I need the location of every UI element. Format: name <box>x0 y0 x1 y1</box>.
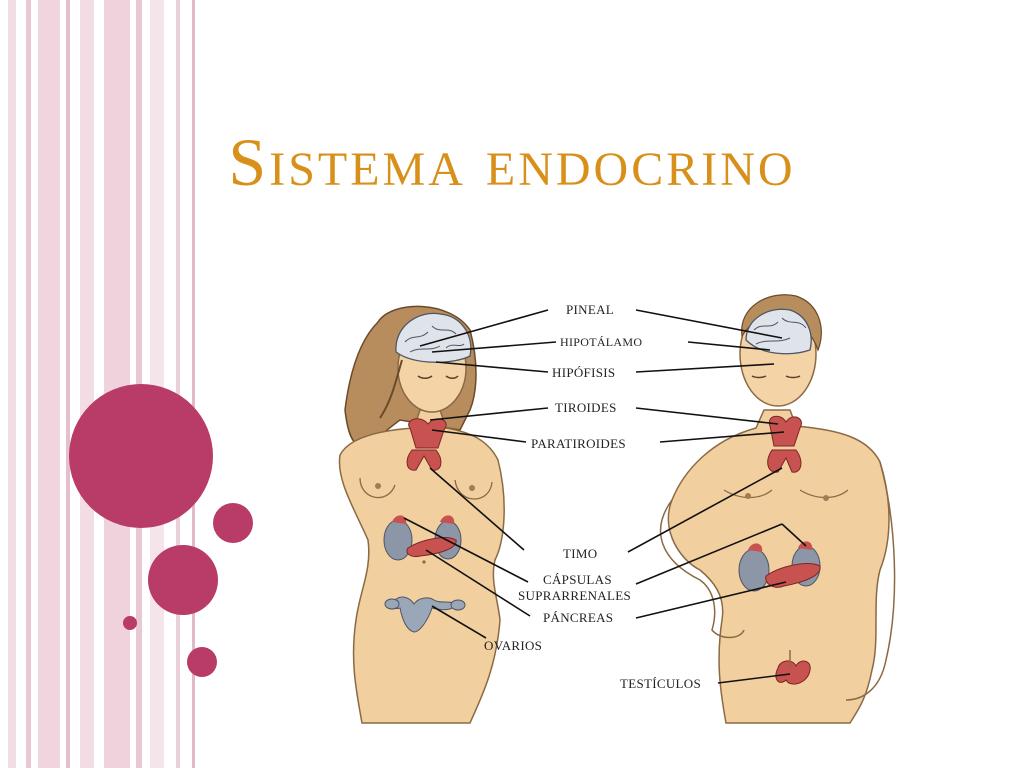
decorative-circles <box>69 384 253 677</box>
label-pineal: PINEAL <box>566 302 615 317</box>
decorative-stripes <box>8 0 195 768</box>
label-suprarrenales: SUPRARRENALES <box>518 588 631 603</box>
slide-title: Sistema endocrino <box>228 124 796 200</box>
label-hipotalamo: HIPOTÁLAMO <box>560 335 643 349</box>
label-paratiroides: PARATIROIDES <box>531 436 626 451</box>
label-pancreas: PÁNCREAS <box>543 610 614 625</box>
leader-lines <box>403 309 807 684</box>
label-hipofisis: HIPÓFISIS <box>552 365 616 380</box>
female-figure <box>338 305 505 724</box>
male-figure <box>659 294 896 724</box>
label-ovarios: OVARIOS <box>484 638 543 653</box>
label-tiroides: TIROIDES <box>555 400 617 415</box>
label-capsulas: CÁPSULAS <box>543 572 612 587</box>
label-testiculos: TESTÍCULOS <box>620 676 701 691</box>
label-timo: TIMO <box>563 546 598 561</box>
